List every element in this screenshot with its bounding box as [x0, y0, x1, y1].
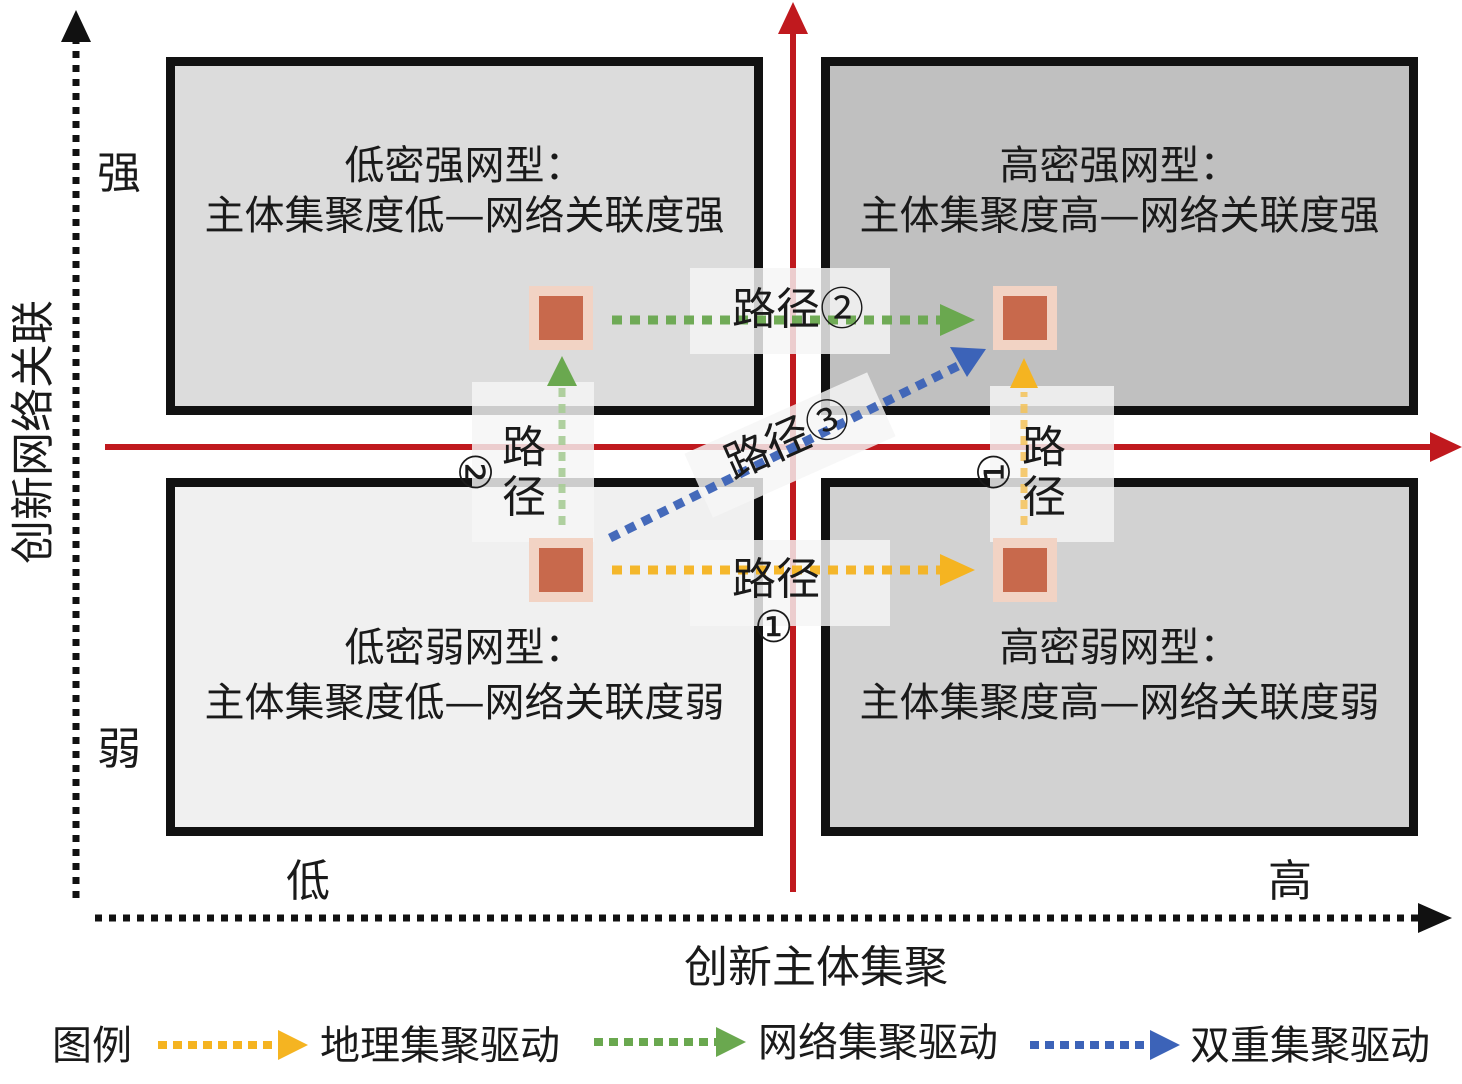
quadrant-description: 主体集聚度高—网络关联度弱 [859, 680, 1380, 726]
path1-right-label-bg [990, 386, 1114, 542]
quadrant-title: 低密弱网型： [344, 625, 585, 671]
legend-item-network: 网络集聚驱动 [758, 1020, 998, 1066]
legend-item-dual: 双重集聚驱动 [1190, 1023, 1430, 1069]
path1-right-char-jing: 径 [1022, 472, 1066, 523]
y-low-label: 弱 [97, 724, 141, 775]
y-high-label: 强 [97, 148, 141, 199]
legend-item-geographic: 地理集聚驱动 [320, 1023, 560, 1069]
path2-horizontal-arrowhead [940, 304, 975, 336]
x-low-label: 低 [286, 856, 330, 907]
quadrant-description: 主体集聚度低—网络关联度强 [204, 193, 725, 239]
node-top-right [993, 286, 1057, 350]
center-horizontal-arrowhead [1430, 432, 1462, 462]
quadrant-description: 主体集聚度高—网络关联度强 [859, 193, 1380, 239]
path3-arrowhead [950, 347, 986, 377]
quadrant-top-right: 高密强网型： 主体集聚度高—网络关联度强 [821, 57, 1418, 415]
path2-top-label: 路径② [732, 284, 864, 335]
path2-top-label-bg [690, 268, 890, 354]
legend-network-arrowhead [716, 1027, 746, 1057]
node-bottom-left [529, 538, 593, 602]
quadrant-bottom-left: 低密弱网型： 主体集聚度低—网络关联度弱 [166, 478, 763, 836]
path1-horizontal-arrowhead [940, 554, 975, 586]
path1-bottom-label-number: ① [754, 602, 794, 653]
quadrant-top-left: 低密强网型： 主体集聚度低—网络关联度强 [166, 57, 763, 415]
path1-vertical-arrowhead [1010, 358, 1038, 388]
path2-left-char-jing: 径 [502, 472, 546, 523]
path1-bottom-label-chars: 路径 [732, 556, 820, 604]
x-axis-arrowhead [1418, 903, 1452, 933]
node-bottom-right [993, 538, 1057, 602]
legend-geographic-arrowhead [278, 1030, 308, 1060]
quadrant-title: 低密强网型： [344, 143, 585, 189]
legend-title: 图例 [52, 1023, 132, 1069]
quadrant-title: 高密强网型： [999, 143, 1240, 189]
path1-bottom-char-jing: 径 [776, 554, 820, 605]
x-axis-title: 创新主体集聚 [684, 942, 948, 993]
node-top-left [529, 286, 593, 350]
center-vertical-arrowhead [778, 2, 808, 34]
legend-dual-arrowhead [1150, 1030, 1180, 1060]
path1-right-char-lu: 路 [1022, 422, 1066, 473]
path2-vertical-arrowhead [547, 356, 577, 386]
path1-bottom-label-bg [690, 540, 890, 626]
quadrant-description: 主体集聚度低—网络关联度弱 [204, 680, 725, 726]
path1-bottom-char-lu: 路 [732, 554, 776, 605]
y-axis-arrowhead [61, 10, 91, 42]
path2-left-label-bg [472, 382, 594, 542]
x-high-label: 高 [1268, 856, 1312, 907]
quadrant-title: 高密弱网型： [999, 625, 1240, 671]
quadrant-bottom-right: 高密弱网型： 主体集聚度高—网络关联度弱 [821, 478, 1418, 836]
path2-left-char-lu: 路 [502, 422, 546, 473]
